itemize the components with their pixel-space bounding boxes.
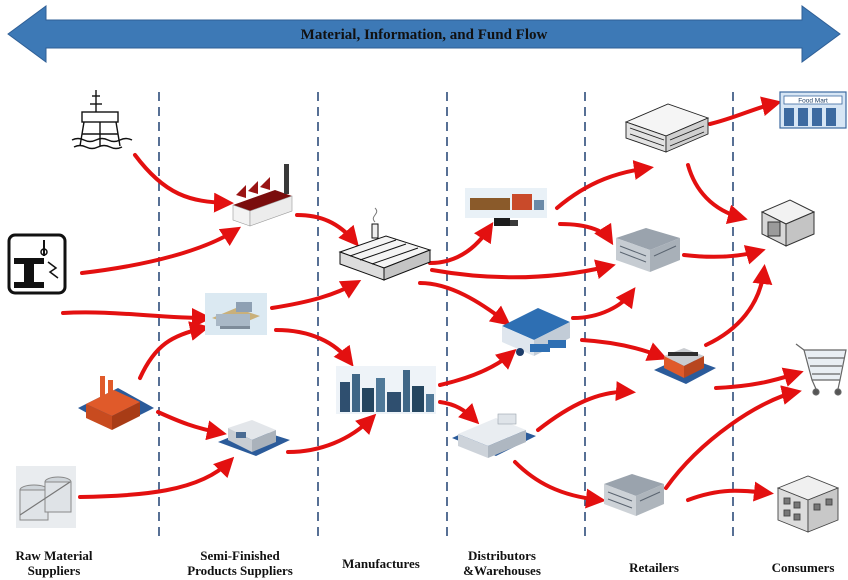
flow-arrow: [438, 400, 480, 425]
flow-arrow: [418, 281, 511, 326]
flow-arrow: [555, 160, 654, 210]
flow-arrow: [78, 456, 235, 499]
flow-arrow: [428, 221, 494, 265]
flow-arrow: [714, 367, 804, 390]
oil-rig-icon: [71, 90, 133, 150]
box-icon: [760, 199, 816, 247]
stage-label-retailers: Retailers: [629, 560, 679, 575]
flow-arrow: [708, 96, 782, 126]
distribution-center-icon: [452, 413, 536, 458]
food-mart-sign: Food Mart: [798, 98, 828, 105]
apartment-icon: [776, 475, 840, 533]
stage-label-raw-material: Raw Material Suppliers: [15, 548, 93, 578]
flow-arrow: [295, 213, 359, 247]
factory-icon: [78, 376, 154, 430]
flow-arrow: [156, 410, 227, 441]
warehouse-icon: [502, 308, 570, 356]
shopping-cart-icon: [795, 343, 847, 396]
industrial-city-icon: [336, 366, 436, 414]
stage-label-semi-finished: Semi-Finished Products Suppliers: [187, 548, 293, 578]
flow-arrow: [286, 413, 377, 454]
flow-banner-arrow: [7, 5, 841, 63]
flow-arrow: [682, 245, 766, 265]
semi-finished-plant-icon: [205, 293, 267, 335]
flow-arrow: [80, 226, 242, 275]
retail-shop-icon: [654, 348, 716, 384]
flow-arrow: [664, 385, 802, 490]
retail-building-icon: [604, 474, 664, 516]
red-roof-factory-icon: [232, 164, 293, 227]
flow-arrow: [138, 321, 210, 380]
flow-arrows: [61, 96, 804, 509]
retail-office-icon: [616, 228, 680, 272]
steel-beam-icon: [7, 233, 67, 295]
semi-finished-building-icon: [218, 420, 290, 456]
flow-arrow: [438, 349, 517, 387]
manufacturing-plant-icon: [338, 207, 432, 281]
flow-arrow: [274, 328, 354, 367]
storage-tanks-icon: [16, 466, 76, 528]
flow-arrow: [270, 280, 362, 310]
flow-arrow: [430, 259, 616, 280]
food-mart-icon: Food Mart: [779, 91, 847, 129]
department-store-icon: [624, 103, 710, 153]
distribution-trucks-icon: [465, 188, 547, 226]
flow-arrow: [686, 481, 774, 502]
flow-arrow: [61, 307, 212, 328]
stage-label-manufactures: Manufactures: [342, 556, 420, 571]
flow-arrow: [704, 264, 773, 347]
stage-label-distributors: Distributors &Warehouses: [463, 548, 541, 578]
flow-arrow: [558, 222, 614, 246]
stage-label-consumers: Consumers: [771, 560, 835, 575]
flow-arrow: [580, 338, 668, 361]
flow-arrow: [536, 381, 636, 432]
flow-arrow: [513, 460, 606, 509]
flow-arrow: [571, 287, 636, 320]
flow-banner-title: Material, Information, and Fund Flow: [301, 27, 548, 43]
flow-arrow: [686, 163, 748, 225]
flow-arrow: [133, 153, 234, 213]
